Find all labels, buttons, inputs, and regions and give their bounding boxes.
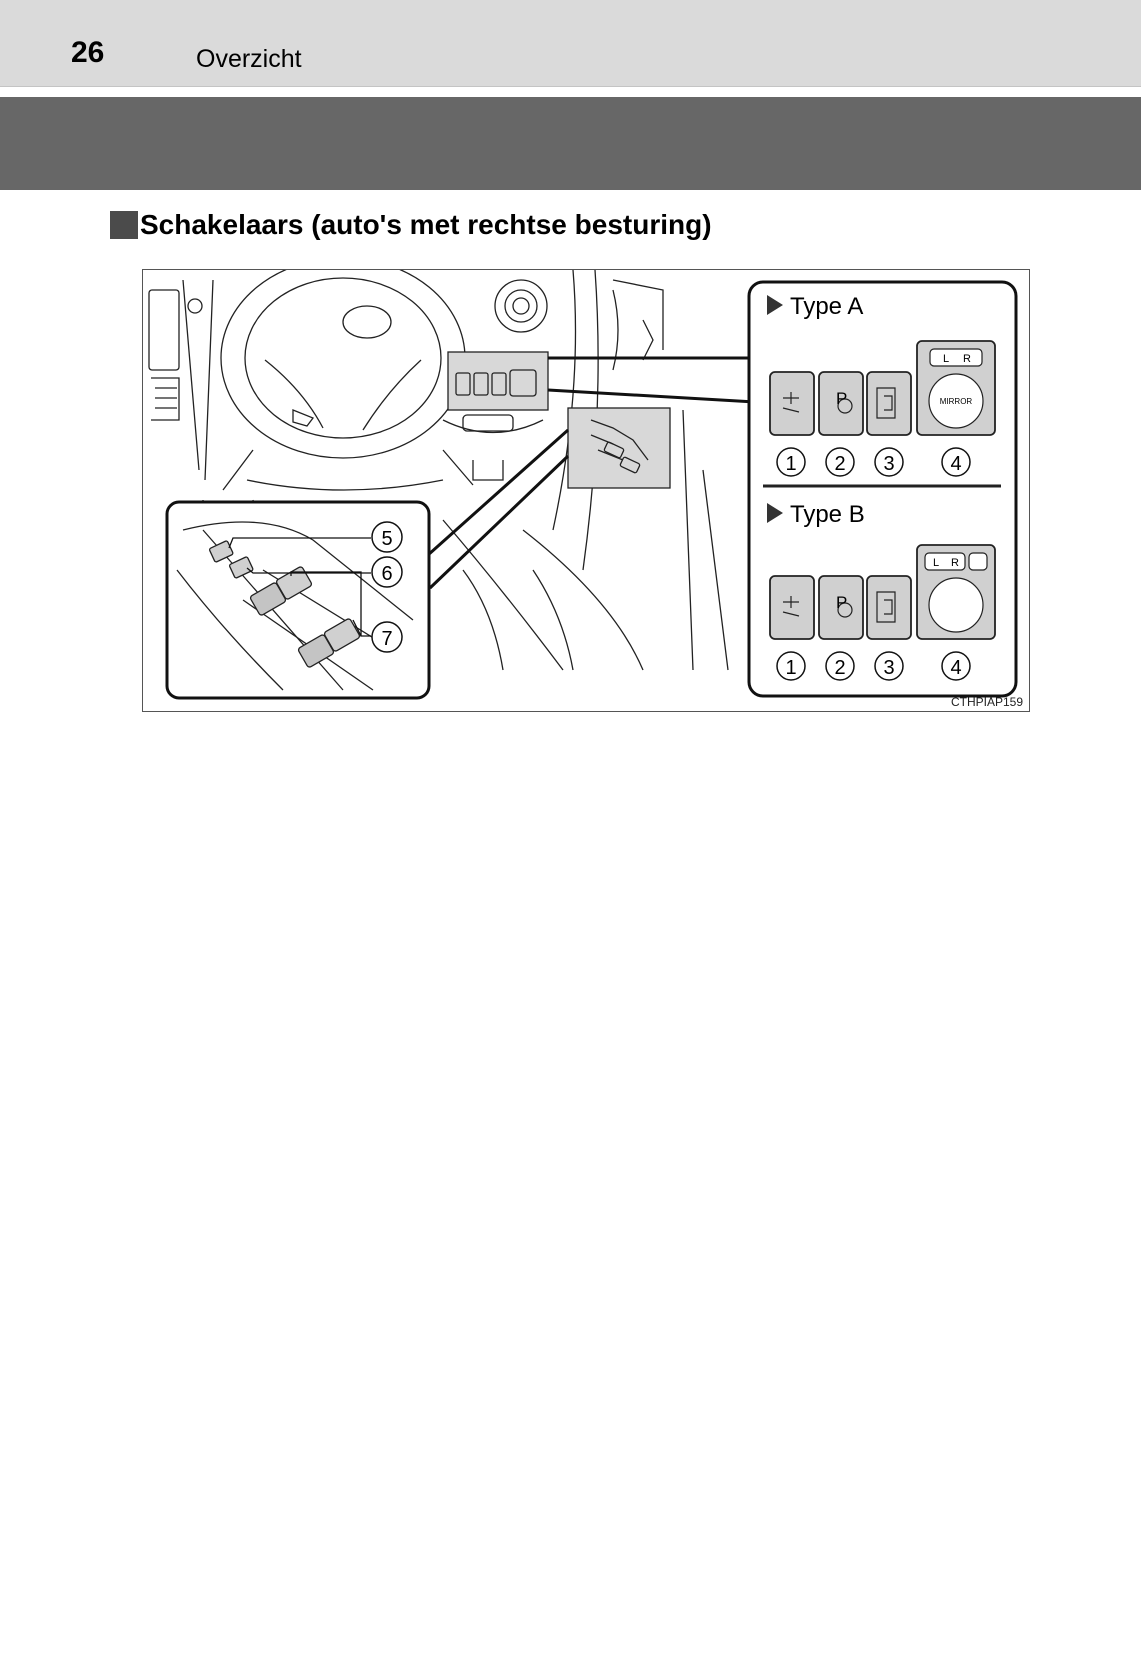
leader-left-b — [428, 454, 570, 590]
illustration-canvas: 5 6 7 Type A — [148, 270, 1023, 709]
window-lock-switch — [208, 540, 234, 563]
switch-3-type-b — [866, 575, 912, 640]
page-number: 26 — [71, 36, 105, 69]
vent-left — [151, 377, 180, 421]
sensor-icon-a — [782, 392, 800, 413]
callout-1-b: 1 — [785, 657, 796, 679]
type-b-arrow-icon — [767, 503, 783, 523]
section-heading: Schakelaars (auto's met rechtse besturin… — [110, 209, 712, 240]
callouts-type-b: 1 2 3 4 — [776, 651, 971, 681]
switches-illustration: 5 6 7 Type A — [142, 269, 1030, 712]
type-a-label: Type A — [790, 293, 863, 320]
window-switch-rear-left — [323, 618, 361, 652]
type-b-label: Type B — [790, 501, 865, 528]
steering-icon-a — [837, 398, 853, 414]
door-switch-inset: 5 6 7 — [165, 500, 431, 700]
display-outline — [148, 289, 180, 371]
leader-left-a — [427, 428, 569, 557]
steering-wheel — [220, 270, 466, 459]
wheel-button — [292, 409, 315, 427]
type-a-arrow-icon — [767, 295, 783, 315]
figure-code: CTHPIAP159 — [951, 695, 1023, 709]
section-title: Overzicht — [196, 45, 302, 73]
mirror-r-b: R — [951, 557, 959, 569]
callout-5: 5 — [381, 528, 392, 550]
switch-1-type-b — [769, 575, 815, 640]
center-vent — [494, 279, 548, 333]
mirror-heater-icon-a — [876, 387, 896, 419]
leader-lines — [427, 356, 756, 590]
callouts-left: 5 6 7 — [371, 521, 403, 653]
callout-4-b: 4 — [950, 657, 961, 679]
callout-2-b: 2 — [834, 657, 845, 679]
mirror-fold-button — [968, 552, 988, 571]
callout-3-a: 3 — [883, 453, 894, 475]
switch-types-inset: Type A P L R MIRROR 1 2 — [747, 280, 1018, 698]
callouts-type-a: 1 2 3 4 — [776, 447, 971, 477]
mirror-l-a: L — [943, 353, 949, 365]
steering-icon-b — [837, 602, 853, 618]
callout-5-circle — [371, 521, 403, 553]
switch-2-type-a — [818, 371, 864, 436]
heading-marker-icon — [110, 211, 138, 239]
switch-3-type-a — [866, 371, 912, 436]
header-band — [0, 97, 1141, 190]
callout-6-circle — [371, 556, 403, 588]
door-lock-switch — [228, 556, 254, 579]
callout-4-a: 4 — [950, 453, 961, 475]
knob-outline — [187, 298, 203, 314]
callout-2-a: 2 — [834, 453, 845, 475]
page-header: 26 Overzicht — [0, 0, 1141, 87]
mirror-l-b: L — [933, 557, 939, 569]
mirror-heater-icon-b — [876, 591, 896, 623]
steering-logo — [342, 305, 392, 339]
callout-7-circle — [371, 621, 403, 653]
sensor-icon-b — [782, 596, 800, 617]
callout-6: 6 — [381, 563, 392, 585]
callout-7: 7 — [381, 628, 392, 650]
switch-2-type-b — [818, 575, 864, 640]
dashboard-drawing — [148, 270, 729, 671]
door-switch-area — [567, 407, 671, 489]
leader-top-b — [547, 388, 756, 404]
callout-1-a: 1 — [785, 453, 796, 475]
mirror-r-a: R — [963, 353, 971, 365]
heading-text: Schakelaars (auto's met rechtse besturin… — [140, 209, 712, 240]
park-symbol-b: P — [836, 593, 847, 612]
callout-3-b: 3 — [883, 657, 894, 679]
switch-cluster-area — [447, 351, 549, 411]
switch-1-type-a — [769, 371, 815, 436]
mirror-button-text: MIRROR — [940, 397, 973, 406]
park-symbol-a: P — [836, 389, 847, 408]
